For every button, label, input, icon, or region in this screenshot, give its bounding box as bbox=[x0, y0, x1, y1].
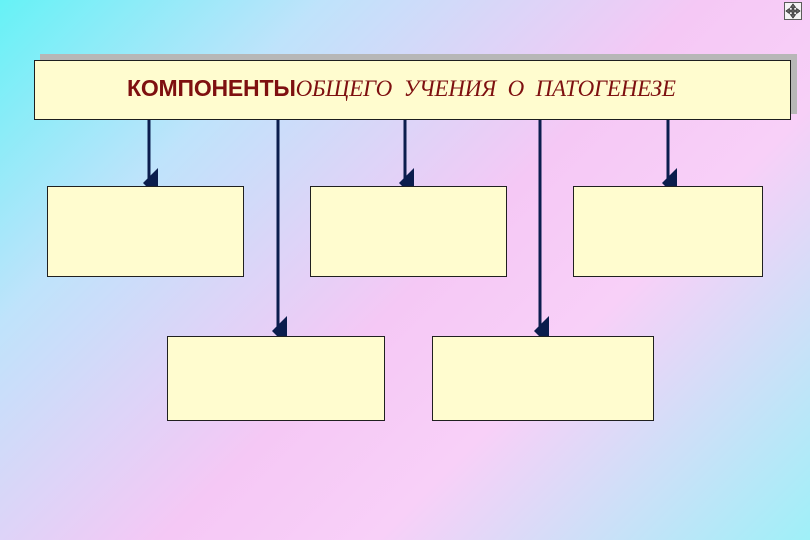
title-bold-part: КОМПОНЕНТЫ bbox=[127, 75, 296, 101]
component-box-2 bbox=[310, 186, 507, 277]
component-box-3 bbox=[573, 186, 763, 277]
component-box-4 bbox=[167, 336, 385, 421]
title: КОМПОНЕНТЫОБЩЕГО УЧЕНИЯ О ПАТОГЕНЕЗЕ bbox=[127, 75, 676, 101]
title-italic-part: ОБЩЕГО УЧЕНИЯ О ПАТОГЕНЕЗЕ bbox=[295, 76, 676, 101]
component-box-5 bbox=[432, 336, 654, 421]
navigation-icon[interactable] bbox=[784, 2, 802, 20]
component-box-1 bbox=[47, 186, 244, 277]
title-box: КОМПОНЕНТЫОБЩЕГО УЧЕНИЯ О ПАТОГЕНЕЗЕ bbox=[34, 60, 791, 120]
